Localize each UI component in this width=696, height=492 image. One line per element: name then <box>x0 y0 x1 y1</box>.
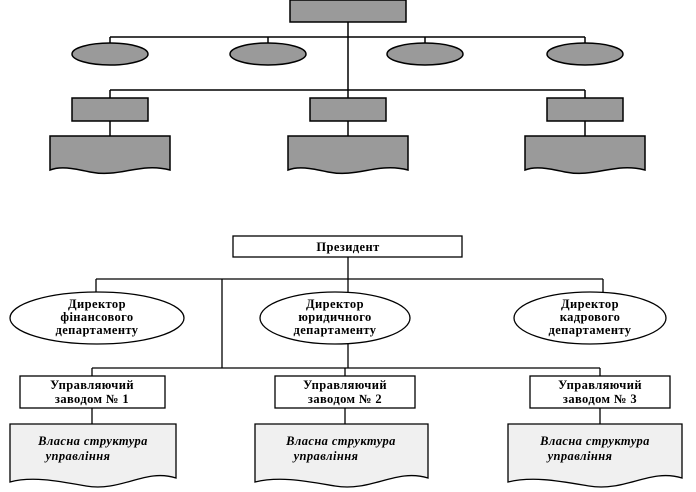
schematic-staff-node-1 <box>71 42 149 66</box>
structure-doc-shape-2 <box>254 423 429 488</box>
director-1-line-2: фінансового <box>60 310 133 324</box>
schematic-line-box-1 <box>71 97 149 122</box>
schematic-staff-node-2 <box>229 42 307 66</box>
structure-2-line-2: управління <box>292 449 359 463</box>
director-node-3 <box>513 291 667 345</box>
manager-3-line-2: заводом № 3 <box>563 392 637 406</box>
manager-1-line-1: Управляючий <box>50 378 134 392</box>
manager-2-line-2: заводом № 2 <box>308 392 382 406</box>
manager-1-line-2: заводом № 1 <box>55 392 129 406</box>
schematic-staff-node-4 <box>546 42 624 66</box>
manager-box-3 <box>529 375 671 409</box>
director-3-line-3: департаменту <box>549 323 632 337</box>
director-node-1 <box>9 291 185 345</box>
president-label: Президент <box>316 240 379 254</box>
structure-3-line-1: Власна структура <box>539 434 650 448</box>
schematic-doc-shape-1 <box>49 135 171 175</box>
manager-box-2 <box>274 375 416 409</box>
director-2-line-2: юридичного <box>298 310 371 324</box>
structure-3-line-2: управління <box>546 449 613 463</box>
manager-3-line-1: Управляючий <box>558 378 642 392</box>
manager-box-1 <box>19 375 166 409</box>
structure-doc-shape-3 <box>507 423 683 488</box>
structure-doc-shape-1 <box>9 423 177 488</box>
schematic-doc-shape-2 <box>287 135 409 175</box>
director-1-line-3: департаменту <box>56 323 139 337</box>
director-1-line-1: Директор <box>68 297 126 311</box>
schematic-line-box-2 <box>309 97 387 122</box>
labelled-org-chart: Президент Директор фінансового департаме… <box>9 235 683 488</box>
schematic-staff-node-3 <box>386 42 464 66</box>
schematic-top-box <box>289 0 407 23</box>
president-box <box>232 235 463 258</box>
director-3-line-1: Директор <box>561 297 619 311</box>
schematic-line-box-3 <box>546 97 624 122</box>
director-2-line-3: департаменту <box>294 323 377 337</box>
structure-1-line-2: управління <box>44 449 111 463</box>
director-2-line-1: Директор <box>306 297 364 311</box>
director-node-2 <box>259 291 411 345</box>
structure-2-line-1: Власна структура <box>285 434 396 448</box>
structure-1-line-1: Власна структура <box>37 434 148 448</box>
director-3-line-2: кадрового <box>560 310 621 324</box>
schematic-org-chart <box>49 0 646 175</box>
manager-2-line-1: Управляючий <box>303 378 387 392</box>
schematic-doc-shape-3 <box>524 135 646 175</box>
